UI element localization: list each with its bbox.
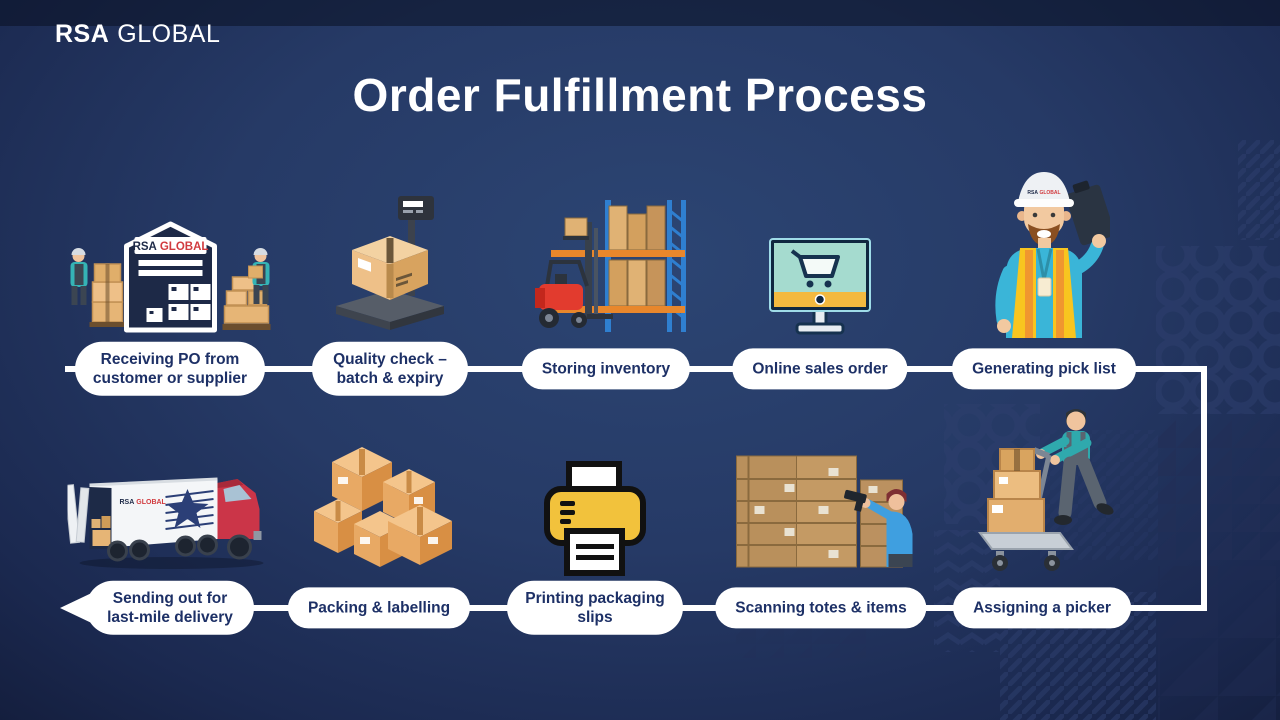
brand-logo-bold: RSA	[55, 20, 110, 48]
step-label: Online sales order	[752, 360, 888, 378]
step-label-pill: Printing packaging slips	[507, 580, 683, 636]
pattern-stripes	[1238, 140, 1280, 240]
step-label: Sending out for last-mile delivery	[107, 589, 233, 626]
step-printing-slips: Printing packaging slips	[480, 399, 710, 639]
pattern-triangles	[1158, 420, 1280, 560]
pattern-triangles	[1158, 566, 1280, 720]
step-label-pill: Online sales order	[732, 348, 908, 390]
page-title: Order Fulfillment Process	[352, 69, 928, 121]
step-label: Packing & labelling	[307, 599, 451, 617]
printer-icon	[539, 459, 651, 577]
step-online-sales-order: Online sales order	[705, 160, 935, 400]
step-label: Scanning totes & items	[735, 599, 907, 617]
step-packing-labelling: Packing & labelling	[264, 399, 494, 639]
truck-text-light: GLOBAL	[136, 499, 166, 506]
step-scanning-totes: Scanning totes & items	[706, 399, 936, 639]
packed-boxes-icon	[304, 437, 454, 577]
top-dark-band	[0, 0, 1280, 26]
step-label: Printing packaging slips	[525, 589, 665, 626]
step-label-pill: Assigning a picker	[953, 587, 1131, 629]
picker-trolley-icon	[962, 405, 1122, 577]
step-label-pill: Packing & labelling	[287, 587, 471, 629]
brand-logo-light: GLOBAL	[117, 20, 221, 48]
forklift-racking-icon	[521, 188, 691, 338]
step-label-pill: Sending out for last-mile delivery	[86, 580, 254, 636]
weighing-scale-icon	[330, 190, 450, 338]
step-label: Quality check – batch & expiry	[333, 350, 447, 387]
barcode-scanning-icon	[729, 442, 914, 577]
step-assigning-picker: Assigning a picker	[927, 399, 1157, 639]
warehouse-crates	[146, 284, 211, 322]
step-storing-inventory: Storing inventory	[491, 160, 721, 400]
step-label-pill: Generating pick list	[952, 348, 1136, 390]
pattern-rings	[1156, 246, 1280, 414]
step-quality-check: Quality check – batch & expiry	[275, 160, 505, 400]
helmet-text-light: GLOBAL	[1039, 190, 1060, 196]
truck-text-bold: RSA	[120, 499, 135, 506]
monitor-cart-icon	[764, 236, 876, 338]
step-label: Storing inventory	[541, 360, 671, 378]
warehouse-sign-light: GLOBAL	[160, 241, 209, 253]
helmet-text-bold: RSA	[1027, 190, 1038, 196]
step-label: Receiving PO from customer or supplier	[92, 350, 248, 387]
step-label-pill: Scanning totes & items	[715, 587, 927, 629]
warehouse-sign-bold: RSA	[133, 241, 157, 253]
step-label: Generating pick list	[972, 360, 1116, 378]
step-label: Assigning a picker	[973, 599, 1111, 617]
step-label-pill: Storing inventory	[521, 348, 691, 390]
step-label-pill: Quality check – batch & expiry	[312, 341, 468, 397]
step-label-pill: Receiving PO from customer or supplier	[75, 341, 265, 397]
